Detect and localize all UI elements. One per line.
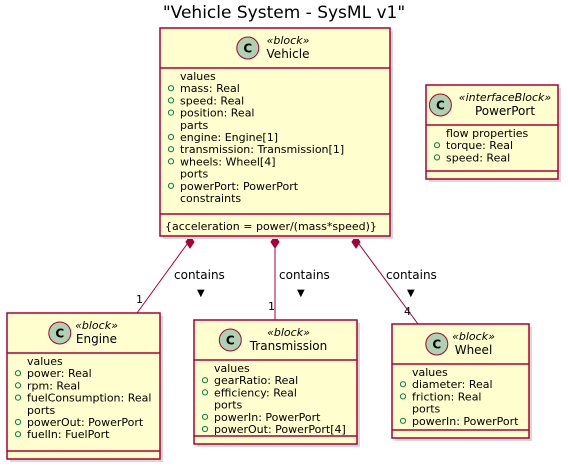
- class-section-label: values: [412, 366, 448, 379]
- class-attribute: powerPort: PowerPort: [180, 180, 299, 193]
- class-attribute: transmission: Transmission[1]: [180, 143, 344, 156]
- class-section-label: values: [27, 355, 63, 368]
- class-attribute: fuelIn: FuelPort: [27, 428, 110, 441]
- class-powerport[interactable]: C «interfaceBlock»PowerPort flow propertie…: [425, 84, 561, 182]
- class-section-label: parts: [180, 119, 209, 132]
- public-visibility-icon: [167, 109, 175, 116]
- public-visibility-icon: [167, 85, 175, 92]
- link-vehicle-wheel: contains ▼ 4: [351, 235, 437, 325]
- class-section-label: values: [214, 362, 250, 375]
- public-visibility-icon: [167, 158, 175, 165]
- link-engine-label: contains: [174, 268, 225, 282]
- public-visibility-icon: [167, 97, 175, 104]
- class-section-label: constraints: [180, 192, 241, 205]
- link-engine-arrow: ▼: [197, 288, 205, 299]
- class-attribute: engine: Engine[1]: [180, 131, 278, 144]
- class-name: Wheel: [455, 343, 493, 357]
- link-transmission-multiplicity: 1: [268, 300, 275, 313]
- class-badge-icon: [218, 328, 242, 352]
- public-visibility-icon: [201, 389, 209, 396]
- class-attribute: speed: Real: [446, 151, 510, 164]
- link-transmission-label: contains: [279, 268, 330, 282]
- public-visibility-icon: [201, 413, 209, 420]
- public-visibility-icon: [399, 417, 407, 424]
- class-attribute: torque: Real: [446, 139, 513, 152]
- class-attribute: powerIn: PowerPort: [412, 415, 519, 428]
- class-attribute: wheels: Wheel[4]: [180, 155, 276, 168]
- link-engine-multiplicity: 1: [136, 293, 143, 306]
- public-visibility-icon: [433, 154, 441, 161]
- class-section-label: ports: [180, 168, 209, 181]
- class-name: Engine: [76, 332, 117, 346]
- class-name: Vehicle: [267, 47, 310, 61]
- public-visibility-icon: [14, 394, 22, 401]
- public-visibility-icon: [14, 431, 22, 438]
- class-attribute: rpm: Real: [27, 379, 80, 392]
- link-transmission-arrow: ▼: [297, 288, 305, 299]
- link-wheel-arrow: ▼: [407, 288, 415, 299]
- link-vehicle-transmission: contains ▼ 1: [268, 235, 330, 320]
- class-stereotype: «block»: [452, 330, 495, 343]
- class-attribute: gearRatio: Real: [214, 374, 298, 387]
- public-visibility-icon: [433, 142, 441, 149]
- class-box: [6, 312, 161, 460]
- class-attribute: powerIn: PowerPort: [214, 411, 321, 424]
- class-box: [159, 27, 391, 237]
- class-stereotype: «interfaceBlock»: [459, 91, 552, 104]
- public-visibility-icon: [399, 381, 407, 388]
- class-attribute: efficiency: Real: [214, 386, 297, 399]
- class-badge-letter: C: [243, 42, 252, 56]
- public-visibility-icon: [201, 377, 209, 384]
- link-wheel-label: contains: [386, 268, 437, 282]
- class-name: Transmission: [249, 339, 328, 353]
- class-stereotype: «block»: [75, 319, 118, 332]
- class-badge-letter: C: [55, 327, 64, 341]
- public-visibility-icon: [14, 418, 22, 426]
- class-badge-icon: [428, 93, 452, 117]
- public-visibility-icon: [399, 393, 407, 400]
- public-visibility-icon: [167, 182, 175, 189]
- class-attribute: friction: Real: [412, 390, 482, 403]
- class-badge-letter: C: [436, 99, 445, 113]
- public-visibility-icon: [167, 146, 175, 153]
- class-badge-letter: C: [432, 338, 441, 352]
- class-section-label: ports: [214, 399, 243, 412]
- class-attribute: speed: Real: [180, 94, 244, 107]
- class-section-label: ports: [412, 403, 441, 416]
- public-visibility-icon: [14, 382, 22, 389]
- diagram-title: "Vehicle System - SysML v1": [163, 3, 405, 23]
- class-badge-icon: [425, 332, 449, 356]
- class-box: [391, 323, 530, 439]
- class-attribute: powerOut: PowerPort[4]: [214, 423, 346, 436]
- class-name: PowerPort: [475, 104, 535, 118]
- class-badge-letter: C: [226, 334, 235, 348]
- class-stereotype: «block»: [267, 326, 310, 339]
- class-attribute: powerOut: PowerPort: [27, 416, 144, 429]
- class-section-label: values: [180, 70, 216, 83]
- public-visibility-icon: [14, 370, 22, 377]
- public-visibility-icon: [201, 425, 209, 433]
- class-attribute: power: Real: [27, 367, 92, 380]
- link-vehicle-engine: contains ▼ 1: [136, 235, 225, 314]
- class-section-label: ports: [27, 404, 56, 417]
- class-attribute: fuelConsumption: Real: [27, 392, 151, 405]
- class-attribute: diameter: Real: [412, 378, 493, 391]
- class-attribute: position: Real: [180, 107, 255, 120]
- class-badge-icon: [48, 321, 72, 345]
- class-constraint: {acceleration = power/(mass*speed)}: [165, 220, 377, 233]
- public-visibility-icon: [167, 133, 175, 141]
- class-box: [425, 84, 559, 180]
- class-stereotype: «block»: [267, 34, 310, 47]
- class-attribute: mass: Real: [180, 82, 240, 95]
- class-badge-icon: [236, 36, 260, 60]
- class-section-label: flow properties: [446, 127, 529, 140]
- link-wheel-multiplicity: 4: [404, 305, 411, 318]
